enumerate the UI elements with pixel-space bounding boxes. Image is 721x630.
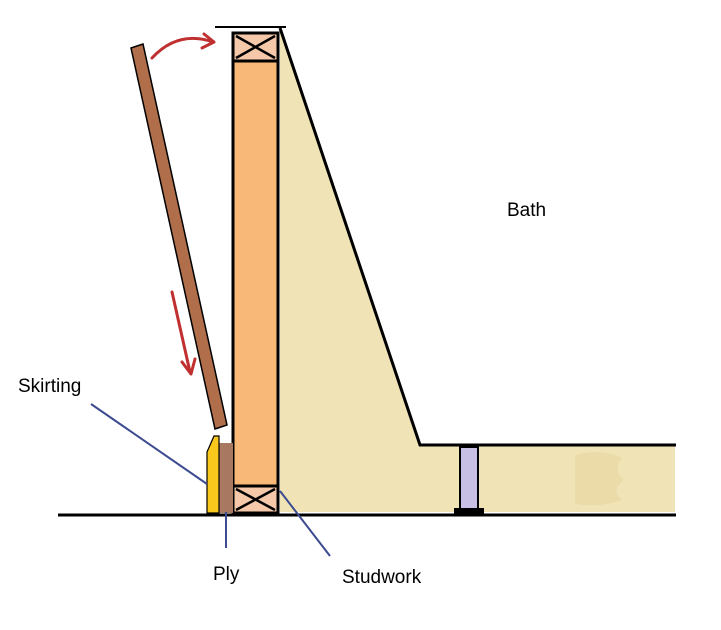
bath-leg-foot bbox=[454, 508, 484, 514]
bath-rough-edge bbox=[575, 452, 624, 506]
bath-body bbox=[280, 30, 675, 512]
bath-panel-board bbox=[130, 43, 228, 430]
skirting bbox=[206, 435, 220, 514]
studwork-leader-line bbox=[279, 490, 331, 557]
studwork-top-block bbox=[231, 31, 280, 63]
ply-strip bbox=[219, 443, 233, 513]
label-bath: Bath bbox=[507, 200, 546, 221]
label-studwork: Studwork bbox=[342, 567, 422, 588]
bath-leg bbox=[459, 446, 479, 512]
bath-outline bbox=[278, 27, 676, 447]
label-ply: Ply bbox=[213, 564, 240, 585]
studwork-upright bbox=[231, 31, 280, 515]
skirting-leader-line bbox=[90, 403, 208, 485]
label-skirting: Skirting bbox=[18, 376, 81, 397]
studwork-bottom-block bbox=[231, 484, 280, 515]
down-arrow-icon bbox=[170, 290, 197, 376]
curved-arrow-icon bbox=[150, 32, 216, 60]
